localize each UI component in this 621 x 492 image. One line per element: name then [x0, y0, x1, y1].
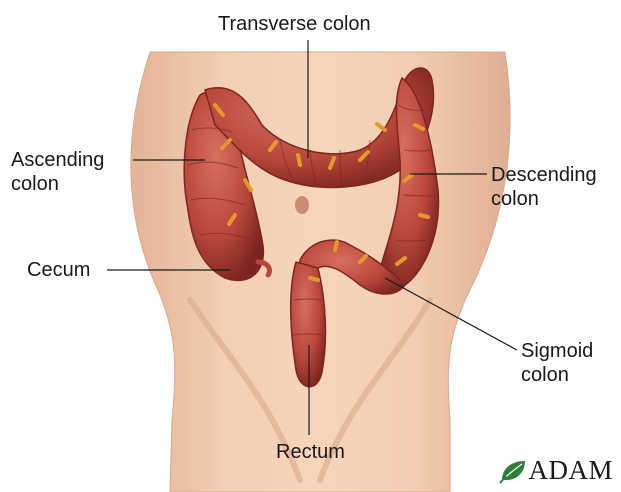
label-rectum: Rectum: [276, 440, 345, 464]
label-transverse-colon: Transverse colon: [218, 12, 371, 36]
label-ascending-colon: Ascending colon: [11, 148, 104, 196]
logo-text: ADAM: [528, 455, 613, 486]
navel: [295, 196, 309, 214]
adam-logo: ADAM: [498, 455, 613, 486]
label-descending-line2: colon: [491, 187, 597, 211]
label-ascending-line2: colon: [11, 172, 104, 196]
torso-skin: [131, 52, 510, 492]
rectum-shape: [291, 262, 326, 387]
label-sigmoid-colon: Sigmoid colon: [521, 339, 593, 387]
label-sigmoid-line2: colon: [521, 363, 593, 387]
label-sigmoid-line1: Sigmoid: [521, 339, 593, 363]
label-descending-colon: Descending colon: [491, 163, 597, 211]
label-ascending-line1: Ascending: [11, 148, 104, 172]
label-cecum: Cecum: [27, 258, 90, 282]
leaf-icon: [498, 458, 528, 484]
label-descending-line1: Descending: [491, 163, 597, 187]
